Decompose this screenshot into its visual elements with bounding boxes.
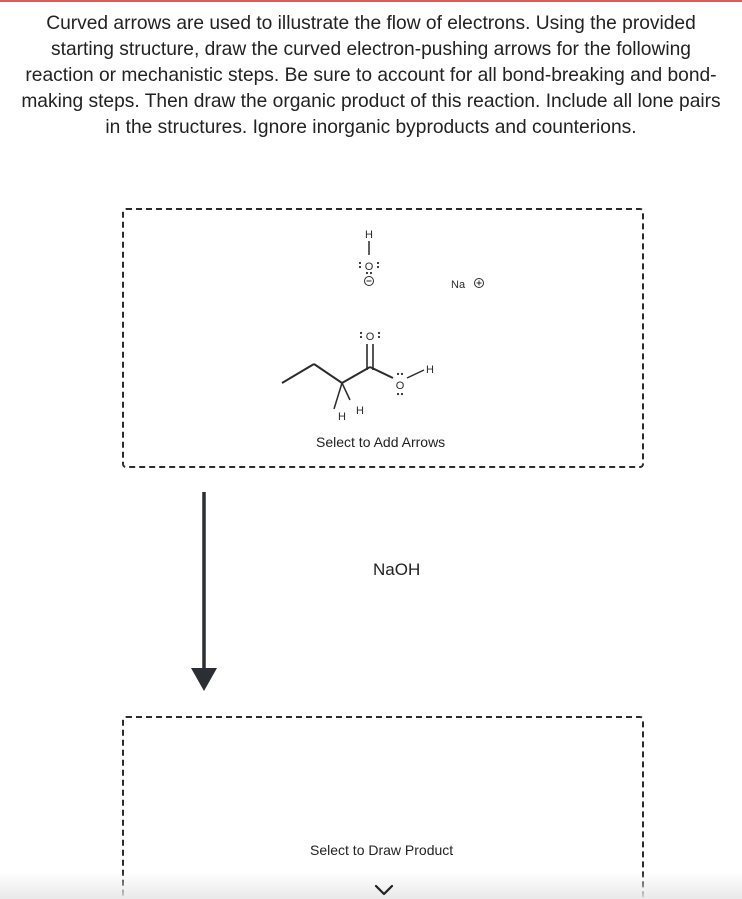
bond-c1-c2 [281, 363, 315, 384]
sodium-label: Na [451, 279, 466, 291]
starting-structure-drawing[interactable]: H O Na [124, 210, 642, 466]
alpha-h2-label: H [356, 405, 364, 417]
draw-product-prompt[interactable]: Select to Draw Product [310, 842, 454, 858]
plus-charge-icon [474, 278, 484, 288]
question-instructions: Curved arrows are used to illustrate the… [21, 13, 721, 138]
bond-c2-c3 [313, 363, 343, 384]
top-accent-rule [0, 0, 742, 2]
bond-c3-c4 [341, 366, 371, 384]
bond-c3-h2 [341, 382, 351, 401]
reagent-label: NaOH [373, 560, 421, 579]
hydroxide-h-label: H [365, 229, 373, 241]
starting-structure-box[interactable]: H O Na [122, 208, 644, 468]
hydroxyl-o-lone-pairs [396, 372, 404, 396]
bond-c3-h1 [333, 382, 343, 410]
bond-o-h [406, 369, 425, 379]
minus-charge-icon [364, 276, 374, 286]
add-arrows-prompt[interactable]: Select to Add Arrows [316, 434, 446, 450]
bottom-scroll-fade [0, 872, 742, 899]
hydroxyl-o-label: O [396, 380, 405, 392]
hydroxide-ion: H O [358, 229, 380, 286]
product-drawing-box[interactable]: Select to Draw Product [122, 716, 644, 899]
sodium-ion: Na [451, 278, 484, 291]
carbonyl-o-label: O [366, 331, 375, 343]
acid-h-label: H [426, 364, 434, 376]
carboxylic-acid-molecule: O O H [281, 331, 434, 423]
bond-c4-o [369, 366, 394, 379]
hydroxide-o-label: O [365, 261, 374, 273]
down-arrow-icon [191, 492, 217, 691]
alpha-h1-label: H [338, 411, 346, 423]
chevron-down-icon[interactable] [374, 884, 394, 896]
hydroxide-lone-pairs [358, 261, 380, 275]
carbonyl-o-lone-pairs [359, 331, 381, 339]
